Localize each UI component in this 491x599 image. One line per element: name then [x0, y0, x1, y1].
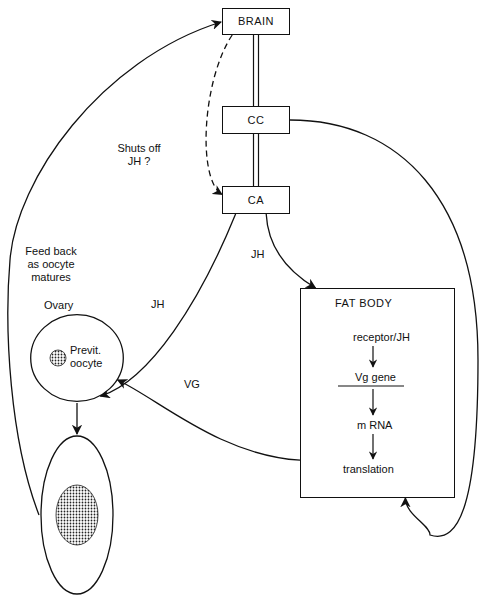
double-connector-line — [253, 35, 254, 106]
connector — [118, 380, 300, 460]
edge-label: VG — [183, 378, 201, 391]
pathway-step: m RNA — [357, 419, 392, 432]
double-connector-line — [253, 134, 254, 186]
pathway-step: translation — [343, 463, 394, 476]
double-connector-line — [258, 35, 259, 106]
connector — [290, 120, 478, 536]
organ-name: CC — [248, 114, 265, 127]
edge-label: JH — [150, 298, 165, 311]
annotation-label: Feed back as oocyte matures — [22, 245, 80, 284]
double-connector-line — [258, 134, 259, 186]
organ-heading: Ovary — [44, 299, 73, 312]
gene-underline — [338, 385, 404, 386]
pathway-step: receptor/JH — [353, 331, 410, 344]
tissue-heading: FAT BODY — [335, 297, 392, 310]
pathway-arrow — [372, 346, 373, 367]
pathway-arrow — [372, 434, 373, 459]
connector — [254, 35, 259, 106]
oocyte-label: Previt. oocyte — [70, 344, 114, 370]
ovary-ellipse — [31, 315, 124, 402]
corpora-allata-box: CA — [222, 186, 290, 214]
gene-name: Vg gene — [355, 371, 396, 384]
connector-line — [290, 120, 478, 536]
organ-name: CA — [248, 194, 264, 207]
connector — [266, 214, 315, 288]
mature-oocyte-follicle — [41, 436, 113, 594]
feedback-arrow — [8, 22, 221, 515]
edge-label: Shuts off JH ? — [112, 142, 166, 168]
pathway-arrow — [372, 389, 373, 415]
previtellogenic-oocyte — [50, 350, 66, 366]
corpora-cardiaca-box: CC — [222, 106, 290, 134]
organ-name: BRAIN — [238, 15, 274, 28]
ovary-oval: OvaryPrevit. oocyte — [30, 314, 124, 402]
connector-line — [118, 380, 300, 460]
development-arrow — [76, 403, 77, 434]
fat-body-box: FAT BODY receptor/JH Vg gene m RNA translati… — [300, 288, 455, 498]
edge-label: JH — [250, 248, 265, 261]
brain-box: BRAIN — [222, 8, 290, 35]
connector-line — [266, 214, 315, 288]
connector — [254, 134, 259, 186]
vitellogenic-oocyte — [56, 485, 98, 545]
